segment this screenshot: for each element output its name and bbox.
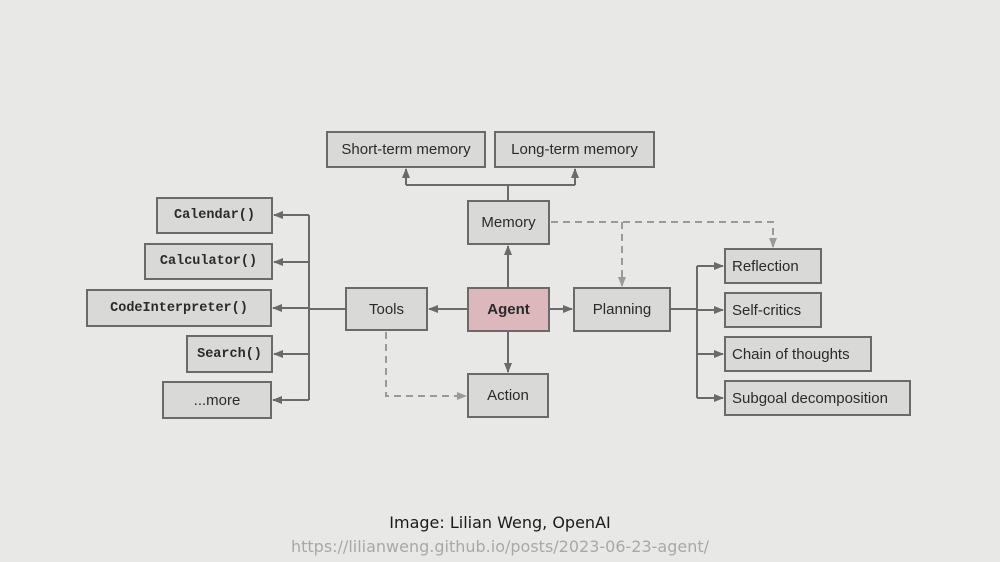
- node-reflection: Reflection: [724, 248, 822, 284]
- node-calendar: Calendar(): [156, 197, 273, 234]
- node-tools: Tools: [345, 287, 428, 331]
- node-short-term-memory: Short-term memory: [326, 131, 486, 168]
- node-self-critics: Self-critics: [724, 292, 822, 328]
- image-credit: Image: Lilian Weng, OpenAI: [389, 513, 611, 532]
- node-code-interpreter: CodeInterpreter(): [86, 289, 272, 327]
- source-url: https://lilianweng.github.io/posts/2023-…: [290, 537, 710, 556]
- node-long-term-memory: Long-term memory: [494, 131, 655, 168]
- node-chain-of-thoughts: Chain of thoughts: [724, 336, 872, 372]
- node-action: Action: [467, 373, 549, 418]
- node-planning: Planning: [573, 287, 671, 332]
- node-search: Search(): [186, 335, 273, 373]
- node-agent: Agent: [467, 287, 550, 332]
- node-memory: Memory: [467, 200, 550, 245]
- edge-memory-reflection-dashed: [551, 221, 777, 248]
- node-calculator: Calculator(): [144, 243, 273, 280]
- node-more: ...more: [162, 381, 272, 419]
- edge-tools-action-dashed: [385, 332, 467, 400]
- node-subgoal-decomposition: Subgoal decomposition: [724, 380, 911, 416]
